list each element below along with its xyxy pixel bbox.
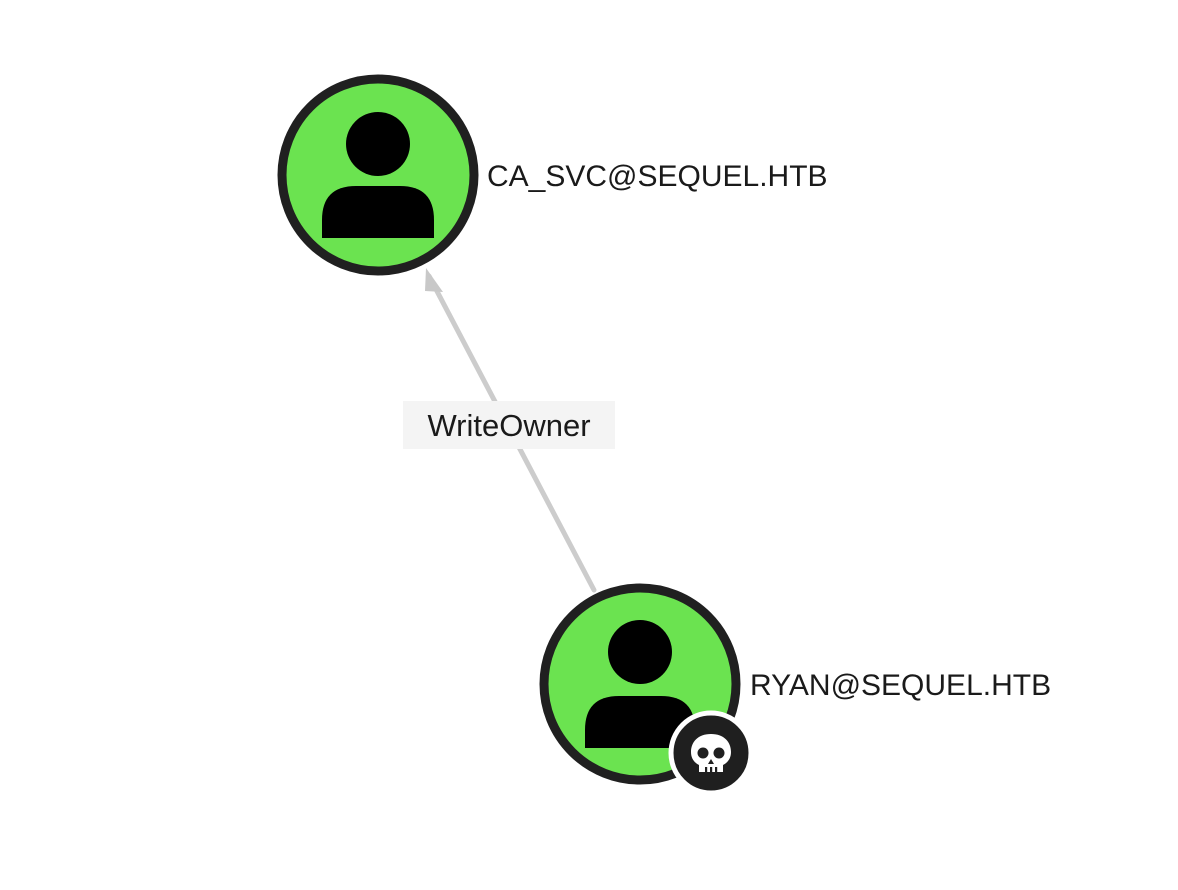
node-ryan[interactable]: RYAN@SEQUEL.HTB [539,583,1051,796]
edge-label-background [403,401,615,449]
node-label[interactable]: CA_SVC@SEQUEL.HTB [487,160,828,193]
node-ca-svc[interactable]: CA_SVC@SEQUEL.HTB [277,74,828,276]
owned-badge [668,710,754,796]
user-icon [585,620,695,748]
edge-writeowner[interactable]: WriteOwner [403,268,615,593]
node-label[interactable]: RYAN@SEQUEL.HTB [750,669,1051,702]
edge-label[interactable]: WriteOwner [427,408,590,443]
skull-icon [691,734,731,773]
user-icon [322,112,434,238]
edge-arrowhead [425,268,443,292]
